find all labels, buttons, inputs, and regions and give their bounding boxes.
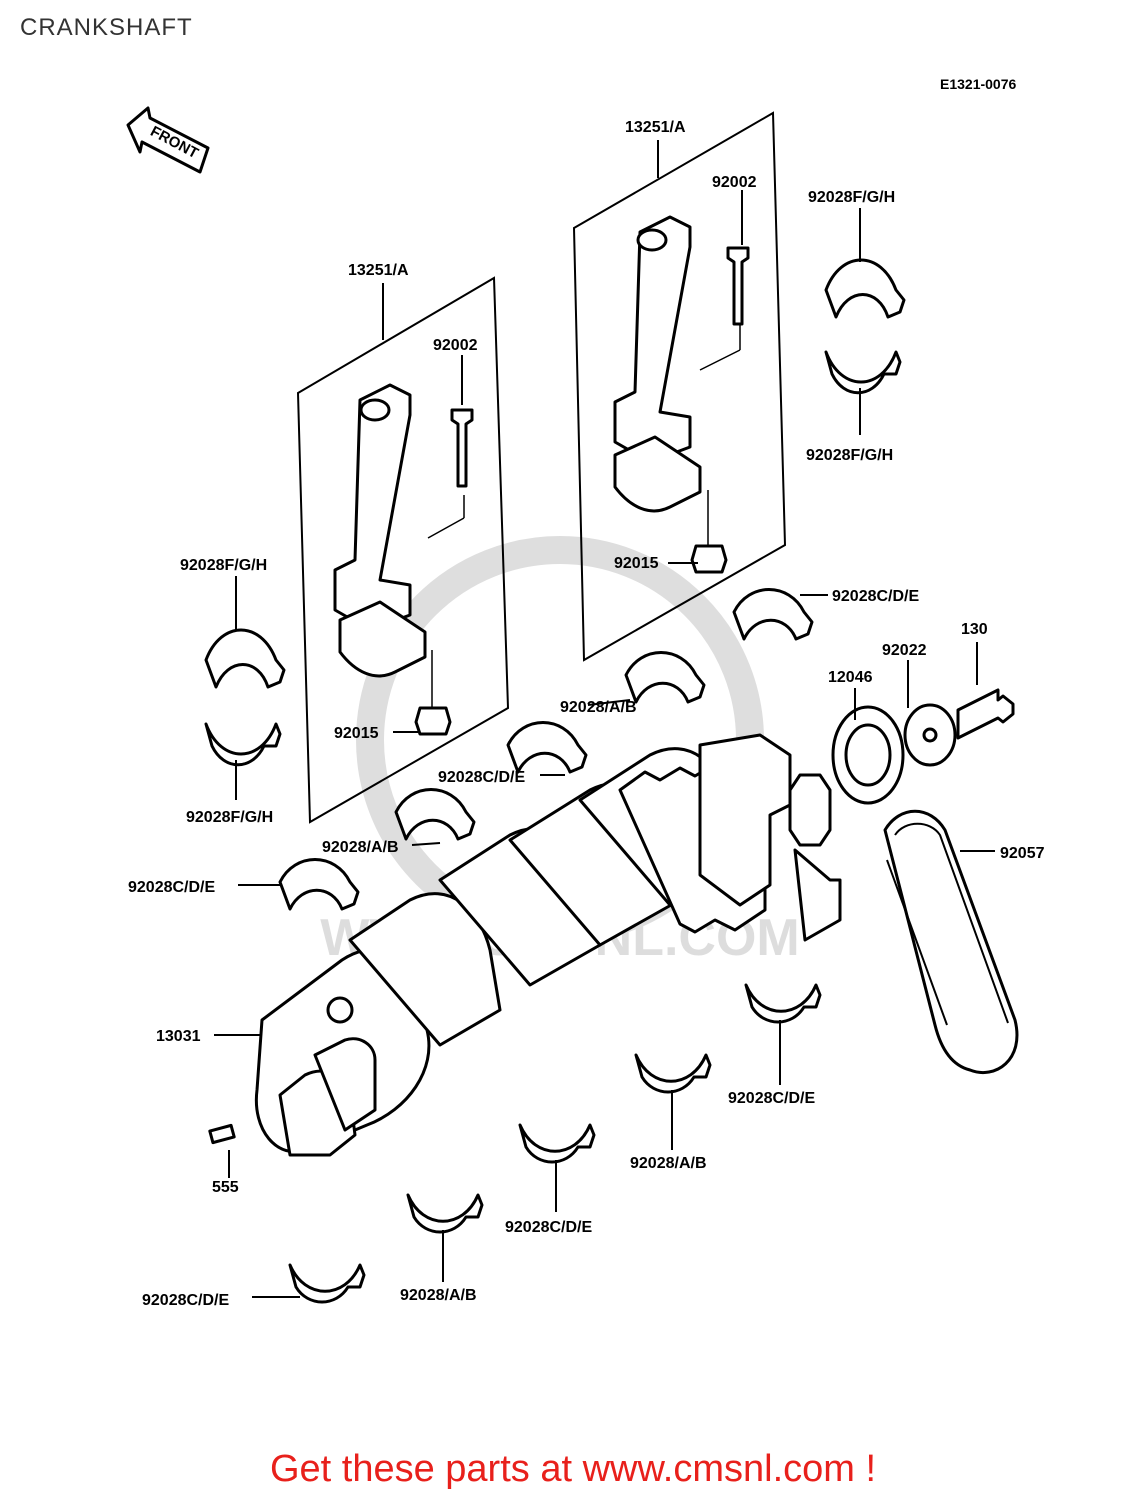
label-bearing-fgh-4: 92028F/G/H [186,809,273,826]
cta-link[interactable]: Get these parts at www.cmsnl.com ! [269,1448,877,1490]
label-bearing-cde-5: 92028C/D/E [505,1219,592,1236]
bearing-shells [204,258,906,1304]
sprocket-assembly [831,688,1015,805]
label-bolt-left: 92002 [433,337,478,354]
label-pin: 555 [212,1179,239,1196]
label-crankshaft: 13031 [156,1028,201,1045]
label-sprocket: 12046 [828,669,873,686]
label-nut-right: 92015 [614,555,659,572]
label-bearing-ab-4: 92028/A/B [400,1287,477,1304]
label-bearing-ab-1: 92028/A/B [560,699,637,716]
label-rod-left: 13251/A [348,262,409,279]
label-bearing-cde-4: 92028C/D/E [728,1090,815,1107]
page-title: CRANKSHAFT [20,14,193,41]
label-bearing-ab-2: 92028/A/B [322,839,399,856]
label-bearing-cde-3: 92028C/D/E [128,879,215,896]
front-arrow-icon: FRONT [126,106,210,174]
label-nut-left: 92015 [334,725,379,742]
timing-chain [883,809,1019,1075]
label-bearing-fgh-3: 92028F/G/H [180,557,267,574]
label-bearing-ab-3: 92028/A/B [630,1155,707,1172]
label-bearing-cde-6: 92028C/D/E [142,1292,229,1309]
leader-lines [214,208,995,1298]
label-bolt-right: 92002 [712,174,757,191]
label-chain: 92057 [1000,845,1045,862]
connecting-rod-left [296,276,510,824]
label-bearing-fgh-2: 92028F/G/H [806,447,893,464]
connecting-rod-right [572,111,787,662]
part-labels: 13251/A 92002 13251/A 92002 92028F/G/H 9… [128,119,1045,1309]
diagram-code: E1321-0076 [940,76,1017,92]
label-bolt-130: 130 [961,621,988,638]
crankshaft [208,733,842,1157]
label-rod-right: 13251/A [625,119,686,136]
label-washer: 92022 [882,642,927,659]
label-bearing-cde-2: 92028C/D/E [438,769,525,786]
label-bearing-cde-1: 92028C/D/E [832,588,919,605]
crankshaft-diagram: WWW.CMSNL.COM FRONT E1321-0076 [126,76,1045,1309]
label-bearing-fgh-1: 92028F/G/H [808,189,895,206]
